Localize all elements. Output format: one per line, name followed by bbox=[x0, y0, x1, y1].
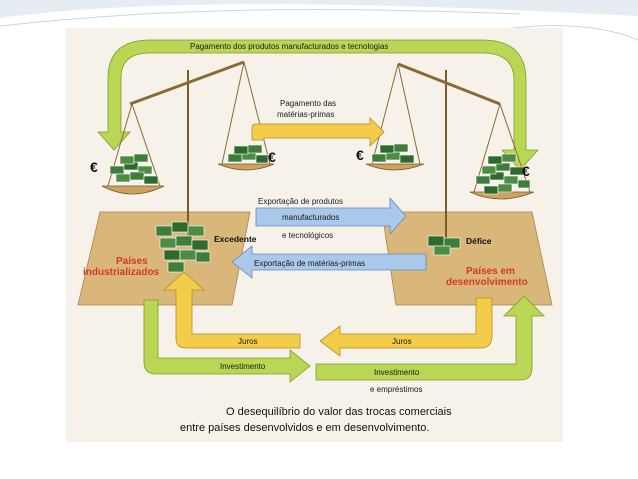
deficit-label: Défice bbox=[466, 236, 492, 246]
pan-right-light bbox=[365, 163, 425, 171]
export-raw-label: Exportação de matérias-primas bbox=[254, 259, 365, 268]
wave-line-right bbox=[499, 24, 638, 41]
wave-line bbox=[0, 9, 521, 27]
money-pile-right-pan bbox=[475, 153, 531, 195]
euro-symbol: € bbox=[90, 159, 98, 175]
developing-countries-label-line2: desenvolvimento bbox=[446, 277, 528, 288]
interest-arrow-left bbox=[162, 271, 301, 349]
money-pile-left-pan bbox=[109, 153, 159, 185]
manufactured-payment-arrow bbox=[97, 39, 539, 171]
euro-symbol: € bbox=[268, 149, 276, 165]
balance-left bbox=[101, 60, 275, 240]
industrialized-countries-label-line1: Países bbox=[116, 256, 148, 267]
surplus-label: Excedente bbox=[214, 234, 257, 244]
industrialized-countries-label-line2: industrializados bbox=[83, 267, 160, 278]
money-pile-surplus bbox=[155, 221, 211, 273]
caption-line1: O desequilíbrio do valor das trocas come… bbox=[226, 406, 452, 418]
export-products-arrow bbox=[255, 196, 407, 236]
board-right bbox=[381, 211, 553, 306]
raw-payment-label-line1: Pagamento das bbox=[280, 99, 336, 108]
euro-symbol: € bbox=[356, 147, 364, 163]
raw-payment-label-line2: matérias-primas bbox=[277, 110, 334, 119]
pan-left-heavy bbox=[101, 185, 165, 195]
money-pile-deficit bbox=[427, 235, 461, 256]
manufactured-payment-label: Pagamento dos produtos manufacturados e … bbox=[190, 42, 388, 51]
pan-left-light bbox=[217, 163, 275, 171]
export-products-label-line2: manufacturados bbox=[282, 213, 339, 222]
money-pile-right-small bbox=[371, 143, 415, 164]
top-wave bbox=[0, 0, 638, 18]
interest-label-right: Juros bbox=[392, 337, 412, 346]
investment-arrow-left bbox=[143, 299, 311, 383]
developing-countries-label-line1: Países em bbox=[466, 266, 515, 277]
investment-label-right: Investimento bbox=[374, 368, 420, 377]
raw-materials-payment-arrow bbox=[251, 117, 385, 147]
investment-label-left: Investimento bbox=[220, 362, 266, 371]
pan-right-heavy bbox=[469, 191, 535, 200]
export-products-label-line3: e tecnológicos bbox=[282, 231, 333, 240]
investment-arrow-right bbox=[315, 295, 545, 381]
euro-symbol: € bbox=[522, 163, 530, 179]
export-products-label-line1: Exportação de produtos bbox=[258, 197, 343, 206]
loans-label: e empréstimos bbox=[370, 385, 422, 394]
caption-line2: entre países desenvolvidos e em desenvol… bbox=[180, 422, 429, 434]
export-raw-materials-arrow bbox=[231, 245, 427, 279]
interest-arrow-right bbox=[319, 297, 493, 357]
money-pile-left-small bbox=[227, 144, 269, 164]
interest-label-left: Juros bbox=[238, 337, 258, 346]
